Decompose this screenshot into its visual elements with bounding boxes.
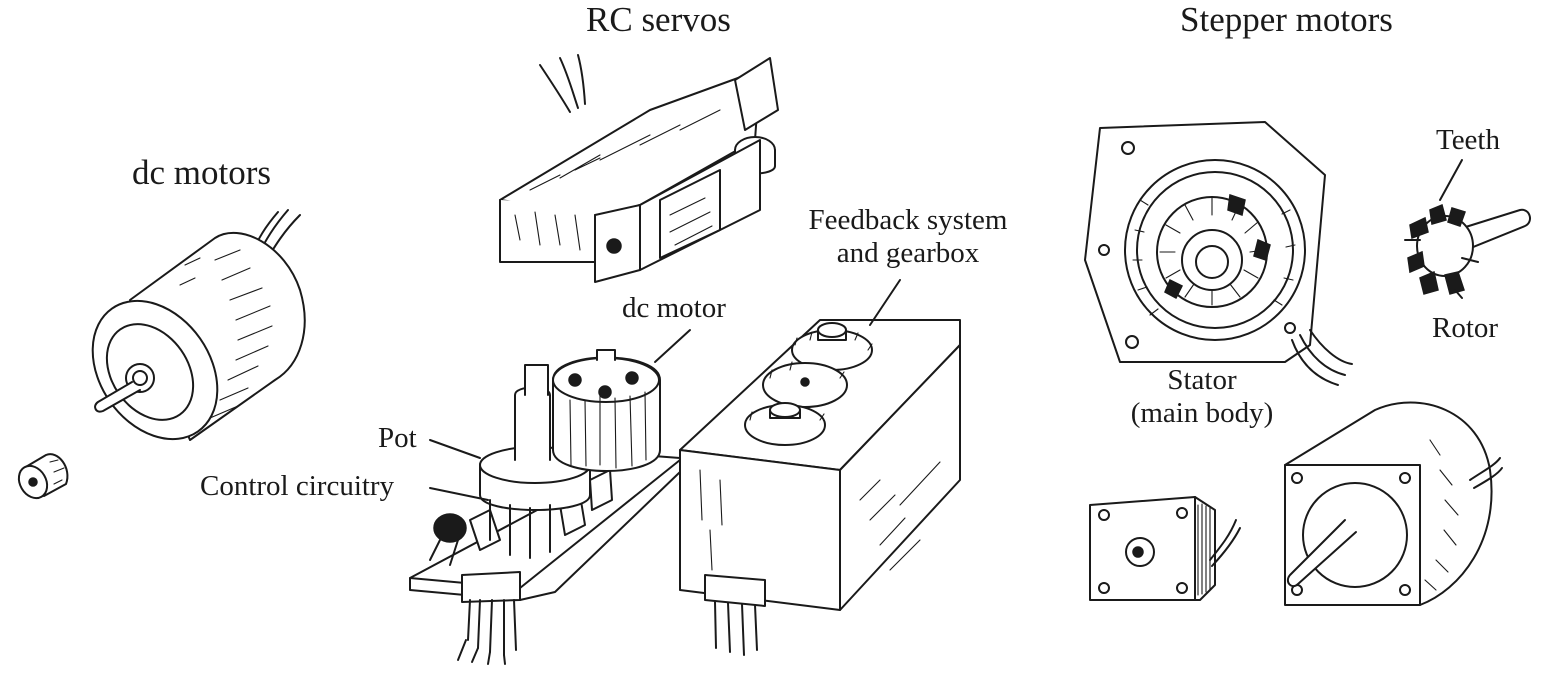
label-feedback-system: Feedback system and gearbox bbox=[790, 204, 1026, 271]
label-stator-line2: (main body) bbox=[1130, 397, 1274, 430]
label-stator-line1: Stator bbox=[1167, 364, 1237, 396]
stepper-rotor bbox=[1404, 203, 1532, 299]
label-feedback-line2: and gearbox bbox=[836, 237, 980, 270]
label-rotor: Rotor bbox=[1432, 312, 1499, 344]
label-stator: Stator (main body) bbox=[1112, 364, 1292, 431]
rc-servo-assembled bbox=[499, 54, 779, 283]
rc-servo-gearbox-housing bbox=[679, 319, 961, 656]
label-pot: Pot bbox=[378, 422, 417, 454]
dc-motor-large bbox=[91, 209, 306, 441]
rc-servo-circuit-board bbox=[409, 349, 681, 665]
label-control-circuitry: Control circuitry bbox=[200, 470, 395, 502]
label-dc-motor: dc motor bbox=[622, 292, 726, 324]
dc-motor-tiny bbox=[17, 453, 69, 500]
heading-rc-servos: RC servos bbox=[586, 0, 731, 39]
label-teeth: Teeth bbox=[1436, 124, 1500, 156]
label-feedback-line1: Feedback system bbox=[808, 204, 1008, 236]
stepper-stator bbox=[1084, 121, 1353, 386]
leader-lines bbox=[429, 159, 1463, 501]
stepper-large bbox=[1284, 401, 1503, 606]
stepper-small bbox=[1089, 496, 1241, 601]
heading-dc-motors: dc motors bbox=[132, 153, 272, 192]
heading-stepper-motors: Stepper motors bbox=[1180, 0, 1393, 39]
